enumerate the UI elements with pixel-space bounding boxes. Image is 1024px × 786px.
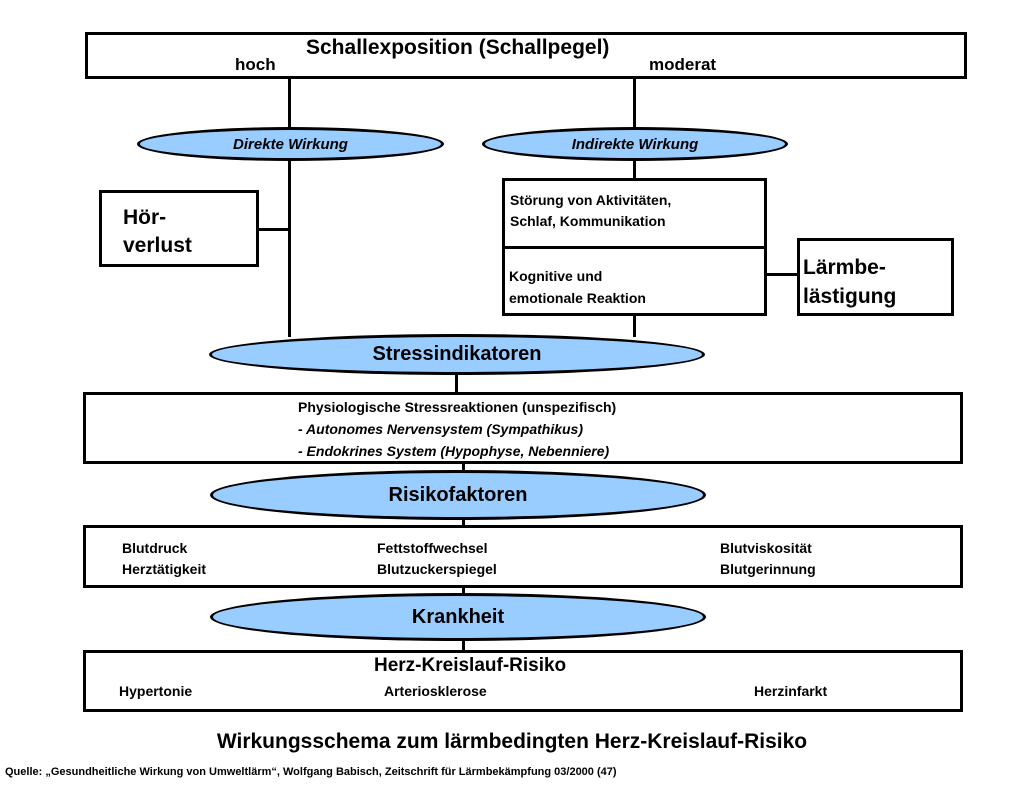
stress-indicators-label: Stressindikatoren bbox=[372, 343, 542, 365]
connector-annoyance bbox=[765, 273, 798, 276]
connector-indirect-stress bbox=[633, 314, 636, 337]
connector-stress-box bbox=[455, 372, 458, 393]
diagram-caption: Wirkungsschema zum lärmbedingten Herz-Kr… bbox=[216, 730, 808, 753]
physiological-stress-line2: - Autonomes Nervensystem (Sympathikus) bbox=[298, 421, 583, 437]
sound-exposure-title: Schallexposition (Schallpegel) bbox=[306, 36, 610, 59]
exposure-moderate-label: moderat bbox=[649, 55, 717, 74]
direct-effect-ellipse: Direkte Wirkung bbox=[137, 127, 444, 161]
risk-factor-item: Fettstoffwechsel bbox=[377, 540, 488, 556]
risk-factors-label: Risikofaktoren bbox=[388, 483, 528, 506]
annoyance-line1: Lärmbe- bbox=[803, 256, 886, 279]
hearing-loss-line1: Hör- bbox=[123, 206, 167, 229]
connector-indirect-down bbox=[633, 159, 636, 179]
reaction-line2: emotionale Reaktion bbox=[509, 290, 646, 306]
connector-hearing-loss bbox=[257, 228, 289, 231]
sound-exposure-box bbox=[85, 32, 967, 79]
physiological-stress-box bbox=[83, 392, 963, 464]
cardiovascular-risk-title: Herz-Kreislauf-Risiko bbox=[374, 655, 567, 676]
reaction-line1: Kognitive und bbox=[509, 268, 603, 284]
risk-factor-item: Herztätigkeit bbox=[122, 561, 207, 577]
hearing-loss-line2: verlust bbox=[123, 234, 192, 257]
source-citation: Quelle: „Gesundheitliche Wirkung von Umw… bbox=[5, 766, 617, 778]
risk-factor-item: Blutgerinnung bbox=[720, 561, 816, 577]
risk-factor-item: Blutviskosität bbox=[720, 540, 812, 556]
indirect-effect-ellipse: Indirekte Wirkung bbox=[482, 127, 788, 161]
risk-factors-box bbox=[83, 525, 963, 588]
physiological-stress-line3: - Endokrines System (Hypophyse, Nebennie… bbox=[298, 443, 610, 459]
physiological-stress-line1: Physiologische Stressreaktionen (unspezi… bbox=[298, 399, 617, 415]
reaction-box bbox=[502, 246, 767, 316]
stress-indicators-ellipse: Stressindikatoren bbox=[209, 334, 705, 375]
disease-item: Arteriosklerose bbox=[384, 683, 487, 699]
disturbance-line2: Schlaf, Kommunikation bbox=[510, 213, 666, 229]
disease-label: Krankheit bbox=[411, 605, 505, 628]
connector-direct-top bbox=[288, 78, 291, 128]
annoyance-line2: lästigung bbox=[803, 285, 897, 308]
disturbance-line1: Störung von Aktivitäten, bbox=[510, 192, 672, 208]
connector-direct-down bbox=[288, 159, 291, 337]
risk-factor-item: Blutzuckerspiegel bbox=[377, 561, 497, 577]
annoyance-box bbox=[797, 238, 954, 316]
cardiovascular-risk-box bbox=[83, 650, 963, 712]
connector-indirect-top bbox=[633, 78, 636, 128]
direct-effect-label: Direkte Wirkung bbox=[233, 135, 348, 153]
indirect-effect-label: Indirekte Wirkung bbox=[571, 135, 699, 153]
disease-ellipse: Krankheit bbox=[210, 593, 706, 641]
exposure-high-label: hoch bbox=[235, 55, 276, 74]
hearing-loss-box bbox=[99, 190, 259, 267]
risk-factor-item: Blutdruck bbox=[122, 540, 188, 556]
disease-item: Herzinfarkt bbox=[754, 683, 828, 699]
disease-item: Hypertonie bbox=[119, 683, 193, 699]
risk-factors-ellipse: Risikofaktoren bbox=[210, 470, 706, 520]
